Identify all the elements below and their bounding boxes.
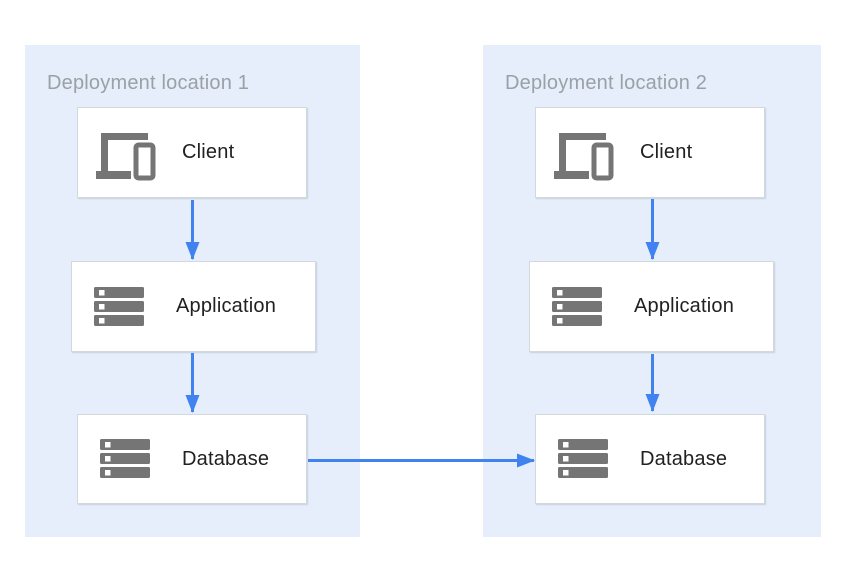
- server-stack-icon: [90, 286, 150, 327]
- node-database-1: Database: [77, 414, 307, 504]
- node-application-2: Application: [529, 261, 774, 352]
- deployment-location-2-panel: Deployment location 2 Client: [483, 45, 821, 537]
- deployment-location-2-title: Deployment location 2: [505, 72, 708, 94]
- server-stack-icon: [554, 439, 614, 479]
- node-label: Database: [640, 447, 728, 470]
- client-devices-icon: [554, 125, 614, 181]
- server-stack-icon: [548, 286, 608, 327]
- node-label: Application: [634, 295, 735, 317]
- client-devices-icon: [96, 125, 156, 181]
- node-label: Database: [182, 447, 270, 470]
- node-label: Client: [182, 141, 235, 163]
- deployment-location-1-title: Deployment location 1: [47, 72, 250, 94]
- node-client-1: Client: [77, 107, 307, 198]
- node-label: Client: [640, 141, 693, 163]
- node-database-2: Database: [535, 414, 765, 504]
- node-label: Application: [176, 295, 277, 317]
- node-application-1: Application: [71, 261, 316, 352]
- server-stack-icon: [96, 439, 156, 479]
- node-client-2: Client: [535, 107, 765, 198]
- deployment-location-1-panel: Deployment location 1 Client: [25, 45, 360, 537]
